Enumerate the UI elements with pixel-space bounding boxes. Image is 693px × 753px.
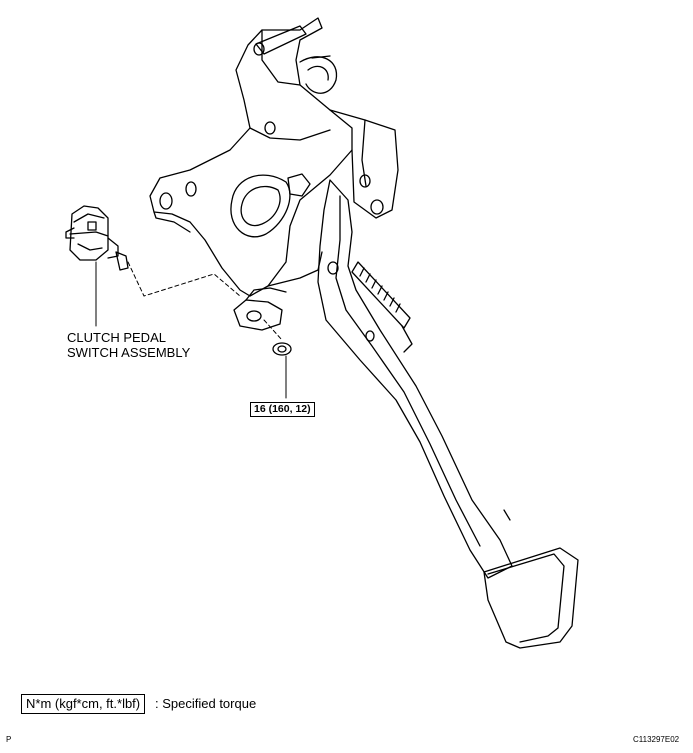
switch-label-line2: SWITCH ASSEMBLY — [67, 345, 191, 360]
torque-legend-description: : Specified torque — [155, 696, 257, 711]
figure-code: C113297E02 — [633, 735, 680, 744]
pedal-bracket — [149, 17, 399, 331]
torque-value-box: 16 (160, 12) — [250, 402, 315, 417]
pedal-arm — [317, 179, 513, 579]
clutch-pedal-switch — [65, 205, 129, 271]
footer-letter: P — [6, 735, 12, 744]
torque-unit-legend-box: N*m (kgf*cm, ft.*lbf) — [21, 694, 146, 714]
pedal-pad — [483, 547, 579, 649]
leader-lines — [95, 261, 287, 399]
bolt-washer — [272, 342, 292, 356]
switch-label-line1: CLUTCH PEDAL — [67, 330, 166, 345]
